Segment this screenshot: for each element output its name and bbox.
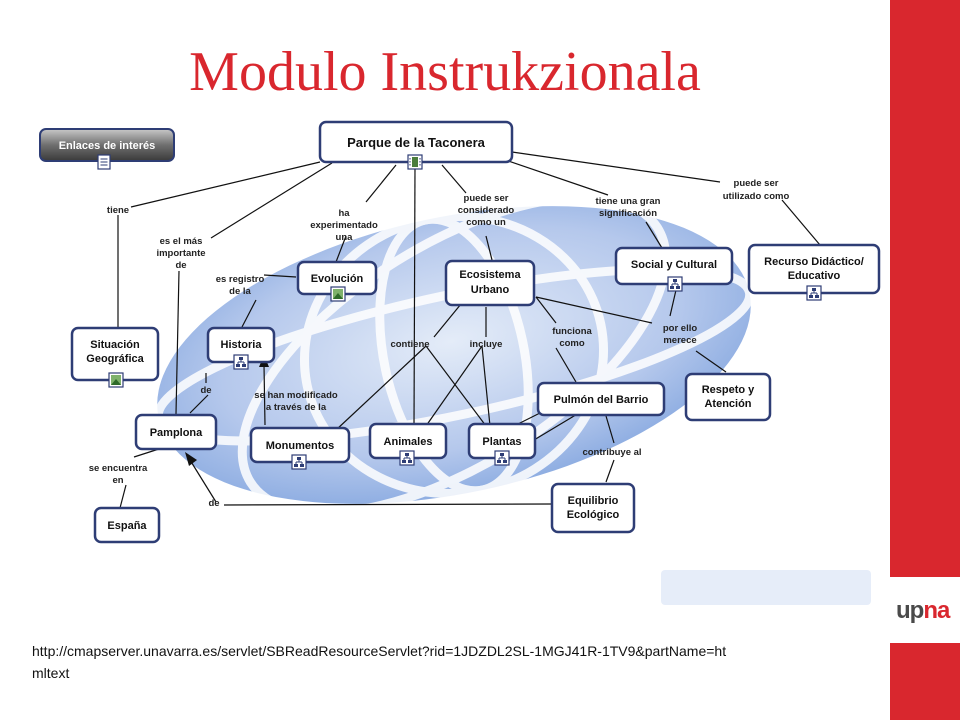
node-respeto-label-2: Atención — [704, 398, 751, 410]
link-contribuye: contribuye al — [582, 447, 641, 458]
hierarchy-icon[interactable] — [233, 354, 249, 370]
node-pamplona-label: Pamplona — [150, 427, 203, 439]
hierarchy-icon[interactable] — [494, 450, 510, 466]
link-registro-2: de la — [229, 286, 251, 297]
node-monumentos-label: Monumentos — [266, 440, 334, 452]
logo-up: up — [896, 597, 924, 624]
source-url[interactable]: http://cmapserver.unavarra.es/servlet/SB… — [32, 643, 727, 681]
node-animales[interactable]: Animales — [368, 422, 448, 460]
link-de-2: de — [208, 498, 219, 509]
link-funciona-2: como — [559, 338, 585, 349]
node-parque-label: Parque de la Taconera — [347, 135, 486, 150]
logo-na: na — [923, 597, 950, 624]
image-icon[interactable] — [330, 286, 346, 302]
node-social-label: Social y Cultural — [631, 259, 717, 271]
link-significacion-1: tiene una gran — [596, 196, 661, 207]
node-situacion-label-1: Situación — [90, 339, 140, 351]
node-respeto[interactable]: Respeto y Atención — [684, 372, 772, 422]
hierarchy-icon[interactable] — [806, 285, 822, 301]
node-equilibrio-label-2: Ecológico — [567, 509, 620, 521]
node-equilibrio-label-1: Equilibrio — [568, 495, 619, 507]
node-historia[interactable]: Historia — [206, 326, 276, 364]
node-ecosistema[interactable]: Ecosistema Urbano — [444, 259, 536, 307]
link-ha-1: ha — [338, 208, 350, 219]
link-encuentra-1: se encuentra — [89, 463, 148, 474]
document-icon[interactable] — [97, 154, 111, 170]
link-es-el-mas-1: es el más — [160, 236, 203, 247]
image-icon[interactable] — [108, 372, 124, 388]
link-considerado-3: como un — [466, 217, 506, 228]
link-tiene: tiene — [107, 205, 129, 216]
link-es-el-mas-3: de — [175, 260, 186, 271]
link-modificado-1: se han modificado — [254, 390, 338, 401]
hierarchy-icon[interactable] — [667, 276, 683, 292]
link-modificado-2: a través de la — [266, 402, 327, 413]
node-evolucion[interactable]: Evolución — [296, 260, 378, 296]
link-por-ello-2: merece — [663, 335, 696, 346]
link-por-ello-1: por ello — [663, 323, 698, 334]
node-ecosistema-label-2: Urbano — [471, 284, 510, 296]
logo-wordmark: upna — [896, 597, 950, 624]
link-significacion-2: significación — [599, 208, 657, 219]
link-contiene: contiene — [390, 339, 429, 350]
node-animales-label: Animales — [384, 436, 433, 448]
connections — [117, 151, 821, 509]
link-encuentra-2: en — [112, 475, 123, 486]
hierarchy-icon[interactable] — [399, 450, 415, 466]
node-espana-label: España — [107, 520, 147, 532]
node-respeto-label-1: Respeto y — [702, 384, 755, 396]
link-funciona-1: funciona — [552, 326, 592, 337]
node-recurso-label-1: Recurso Didáctico/ — [764, 256, 864, 268]
node-recurso-label-2: Educativo — [788, 270, 841, 282]
link-es-el-mas-2: importante — [156, 248, 205, 259]
link-ha-3: una — [336, 232, 354, 243]
node-equilibrio[interactable]: Equilibrio Ecológico — [550, 482, 636, 534]
node-espana[interactable]: España — [93, 506, 161, 544]
node-social[interactable]: Social y Cultural — [614, 246, 734, 286]
node-enlaces-label: Enlaces de interés — [59, 140, 156, 152]
hierarchy-icon[interactable] — [291, 454, 307, 470]
node-pamplona[interactable]: Pamplona — [134, 413, 218, 451]
node-plantas-label: Plantas — [482, 436, 521, 448]
node-situacion[interactable]: Situación Geográfica — [70, 326, 160, 382]
upna-logo: upna — [890, 577, 960, 643]
node-ecosistema-label-1: Ecosistema — [459, 269, 521, 281]
node-recurso[interactable]: Recurso Didáctico/ Educativo — [747, 243, 881, 295]
link-ha-2: experimentado — [310, 220, 378, 231]
link-utilizado-1: puede ser — [734, 178, 779, 189]
link-incluye: incluye — [470, 339, 503, 350]
node-pulmon-label: Pulmón del Barrio — [554, 394, 649, 406]
bottom-right-shadow — [661, 570, 871, 605]
node-historia-label: Historia — [221, 339, 263, 351]
concept-map: tiene es el más importante de ha experim… — [39, 120, 881, 605]
link-labels: tiene es el más importante de ha experim… — [89, 178, 790, 509]
node-evolucion-label: Evolución — [311, 273, 364, 285]
link-considerado-1: puede ser — [464, 193, 509, 204]
concept-map-panel: tiene es el más importante de ha experim… — [16, 110, 886, 615]
link-utilizado-2: utilizado como — [723, 191, 790, 202]
node-pulmon[interactable]: Pulmón del Barrio — [536, 381, 666, 417]
slide-title: Modulo Instrukzionala — [189, 41, 701, 103]
film-icon[interactable] — [407, 154, 423, 170]
link-registro-1: es registro — [216, 274, 265, 285]
node-situacion-label-2: Geográfica — [86, 353, 144, 365]
link-de-1: de — [200, 385, 211, 396]
link-considerado-2: considerado — [458, 205, 515, 216]
node-enlaces[interactable]: Enlaces de interés — [39, 128, 175, 162]
